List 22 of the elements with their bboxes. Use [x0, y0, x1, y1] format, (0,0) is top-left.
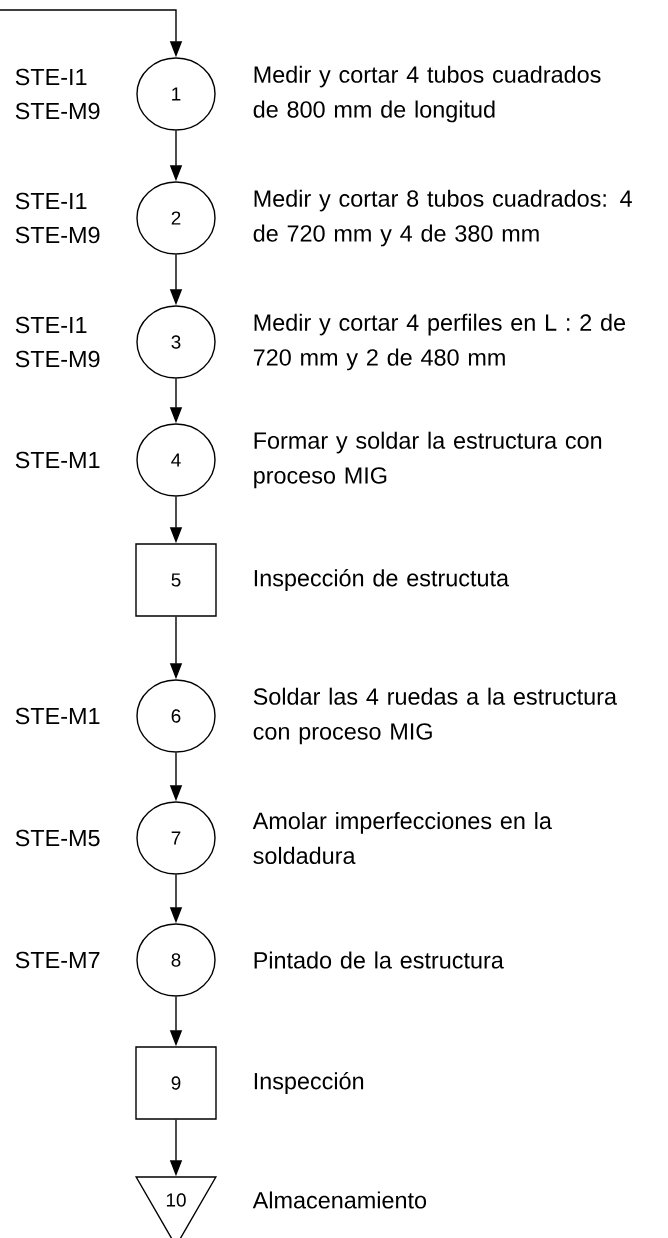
machine-code: STE-I1 [15, 68, 87, 86]
inspection-box: 9 [135, 1046, 217, 1120]
step-description: Almacenamiento [252, 1191, 427, 1209]
step-description: Inspección de estructuta [254, 568, 510, 592]
machine-code: STE-M9 [15, 350, 100, 368]
machine-code: STE-M9 [15, 102, 100, 120]
step-description: Medir y cortar 4 tubos cuadrados de 800 mm de longitud [253, 65, 601, 123]
step-description: Inspección [254, 1071, 364, 1095]
step-description: Amolar imperfecciones en la soldadura [252, 812, 552, 865]
step-description: Soldar las 4 ruedas a la estructura con proceso MIG [253, 687, 617, 745]
machine-code: STE-M7 [15, 951, 100, 969]
machine-code: STE-M1 [15, 707, 100, 725]
machine-code: STE-M5 [15, 829, 100, 847]
machine-code: STE-I1 [15, 192, 87, 210]
step-description: Medir y cortar 4 perfiles en L : 2 de 720 mm y 2 de 480 mm [253, 313, 626, 371]
step-description: Formar y soldar la estructura con proceso MIG [254, 431, 602, 489]
step-description: Medir y cortar 8 tubos cuadrados: 4 de 720 mm y 4 de 380 mm [253, 189, 632, 247]
machine-code: STE-I1 [15, 316, 87, 334]
machine-code: STE-M9 [15, 226, 100, 244]
inspection-box: 5 [135, 543, 217, 617]
machine-code: STE-M1 [15, 451, 100, 469]
step-description: Pintado de la estructura [254, 951, 504, 969]
